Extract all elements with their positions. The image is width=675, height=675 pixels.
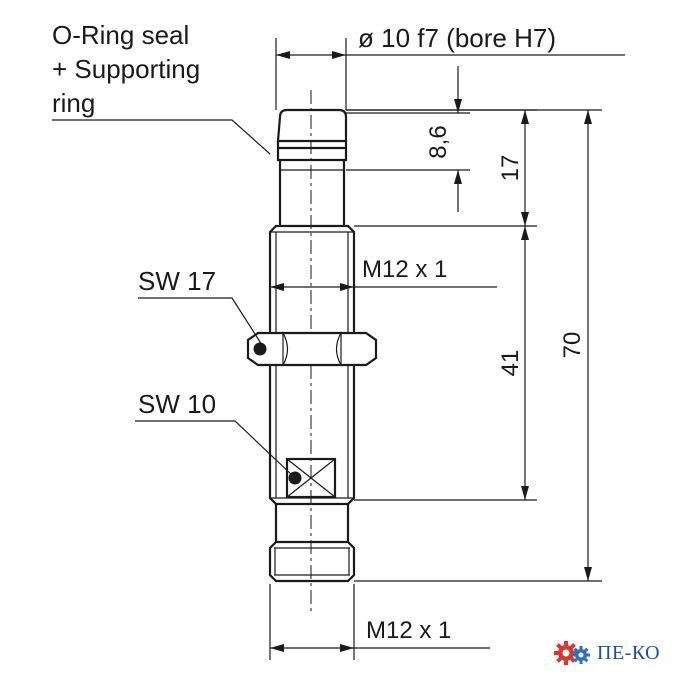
logo-text: ПЕ-КО	[597, 641, 661, 664]
hex-nut-sw17	[246, 331, 378, 367]
label-sw17: SW 17	[138, 266, 216, 296]
dim-text-top-length: 17	[497, 155, 524, 182]
dimension-thread-length	[354, 226, 537, 501]
dimension-overall-length	[346, 109, 602, 582]
peko-logo: ПЕ-КО	[553, 638, 660, 668]
label-oring-line1: O-Ring seal	[52, 20, 189, 50]
label-thread-bottom: M12 x 1	[366, 617, 451, 644]
label-oring-line2: + Supporting	[52, 54, 200, 84]
dimension-diameter	[275, 38, 625, 110]
dim-text-oring-offset: 8,6	[425, 125, 452, 158]
dimension-thread-top	[270, 283, 497, 291]
dim-text-overall-length: 70	[559, 332, 586, 359]
label-sw10: SW 10	[138, 389, 216, 419]
label-thread-top: M12 x 1	[362, 256, 447, 283]
gear-icon	[554, 641, 590, 665]
leader-sw10	[135, 420, 294, 477]
sensor-head	[276, 108, 348, 225]
dimension-thread-bottom	[269, 584, 490, 660]
label-oring-line3: ring	[52, 88, 95, 118]
label-diameter: ø 10 f7 (bore H7)	[358, 23, 556, 53]
dimension-oring-offset	[346, 66, 470, 212]
nut-marker-dot	[253, 342, 267, 356]
leader-oring	[52, 119, 271, 155]
dim-text-thread-length: 41	[497, 350, 524, 377]
connector-end	[268, 504, 356, 583]
leader-sw17	[138, 297, 263, 346]
